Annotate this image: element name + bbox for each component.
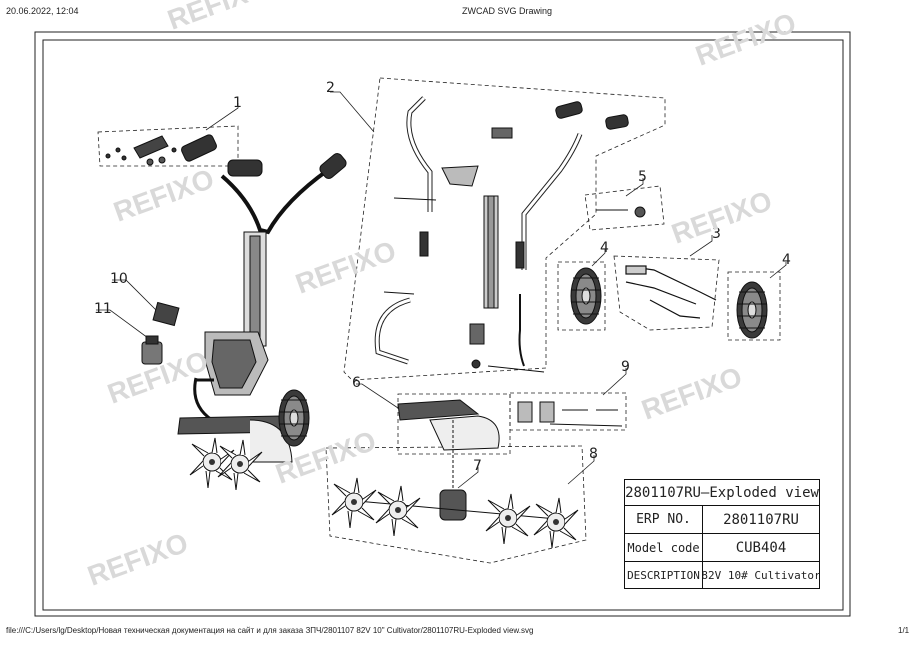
watermark-logo: REFIXO [637, 361, 746, 426]
callout: 3 [712, 226, 721, 242]
page-number: 1/1 [898, 626, 910, 635]
print-datetime: 20.06.2022, 12:04 [6, 6, 79, 16]
group-outline-5 [584, 185, 665, 231]
document-title: ZWCAD SVG Drawing [462, 6, 553, 16]
callout: 8 [589, 446, 598, 462]
title-block-heading: 2801107RU–Exploded view [625, 484, 819, 501]
part-1-hardware [105, 134, 217, 166]
group-outline-1 [97, 125, 239, 167]
part-8-tine [485, 493, 531, 545]
part-4-wheel [736, 281, 768, 339]
file-path: file:///C:/Users/lg/Desktop/Новая технич… [6, 626, 534, 635]
part-10-switch [152, 301, 180, 327]
watermark-logo: REFIXO [667, 185, 776, 250]
assembled-cultivator [177, 153, 347, 463]
part-8-tine [533, 497, 579, 549]
assembled-tine [189, 437, 235, 489]
part-3-wheel-bracket [625, 265, 717, 319]
callout: 11 [94, 301, 112, 317]
group-outline-4b [727, 271, 781, 341]
assembled-wheel [278, 389, 310, 447]
callout: 1 [233, 95, 242, 111]
callout: 9 [621, 359, 630, 375]
group-outline-3 [613, 255, 720, 331]
callouts: 1 2 3 4 4 5 6 7 8 9 10 11 [94, 80, 791, 474]
group-outline-6 [397, 393, 511, 455]
part-2-grips [555, 101, 629, 130]
part-9-switch-block [517, 401, 623, 427]
erp-value: 2801107RU [723, 511, 799, 528]
callout: 6 [352, 375, 361, 391]
watermark-logo: REFIXO [291, 235, 400, 300]
part-8-tine [375, 485, 421, 537]
tine-shaft [345, 499, 569, 521]
group-outline-4a [557, 261, 606, 331]
watermark-logo: REFIXO [83, 527, 192, 592]
callout: 4 [600, 240, 609, 256]
callout: 7 [473, 458, 482, 474]
watermark-logo: REFIXO [163, 0, 272, 36]
description-label: DESCRIPTION [625, 562, 703, 588]
part-6-tine-guard [397, 399, 500, 451]
callout: 4 [782, 252, 791, 268]
part-11-safety-key [141, 335, 163, 365]
part-4-wheel [570, 267, 602, 325]
callout: 2 [326, 80, 335, 96]
group-outline-2 [343, 77, 666, 381]
callout: 10 [110, 271, 128, 287]
part-8-tine [331, 477, 377, 529]
watermark-logo: REFIXO [109, 163, 218, 228]
model-code-label: Model code [625, 534, 703, 561]
group-outline-9 [509, 392, 627, 431]
watermark-logo: REFIXO [691, 7, 800, 72]
sheet-border [34, 31, 851, 617]
sheet-inner-border [42, 39, 844, 611]
part-5-axle-bolt [596, 206, 646, 218]
part-2-handle-assembly [374, 96, 583, 373]
title-block: 2801107RU–Exploded view ERP NO. 2801107R… [624, 479, 820, 589]
callout: 5 [638, 169, 647, 185]
erp-label: ERP NO. [625, 506, 703, 533]
group-outline-8 [325, 445, 587, 564]
part-7-gearbox [439, 420, 467, 521]
model-code-value: CUB404 [735, 539, 787, 556]
description-value: 82V 10# Cultivator [703, 568, 819, 582]
